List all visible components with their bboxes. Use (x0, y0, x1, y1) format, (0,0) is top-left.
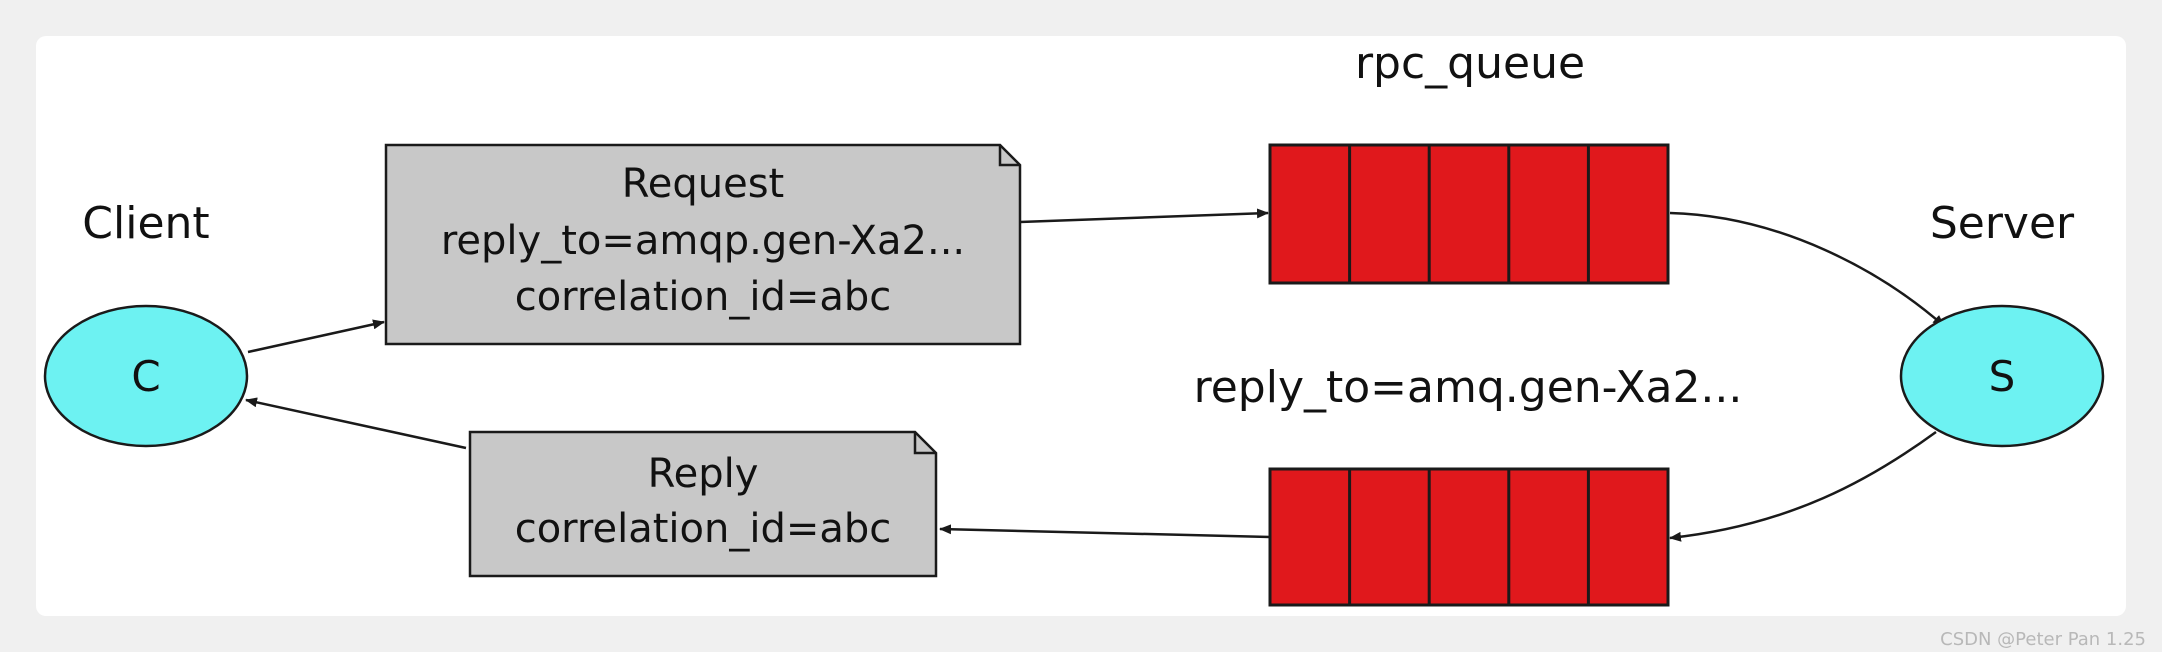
server-node (1899, 304, 2105, 448)
edge-server-to-reply-queue (1669, 430, 1937, 542)
edge-request-to-queue (1019, 208, 1269, 224)
request-message-box (384, 143, 1022, 346)
reply-message-title: Reply (648, 451, 759, 497)
request-message-title: Request (622, 161, 784, 207)
client-title: Client (82, 198, 209, 249)
client-node-letter: C (131, 352, 160, 401)
request-message-reply-to: reply_to=amqp.gen-Xa2... (441, 218, 965, 264)
server-title: Server (1930, 198, 2075, 249)
request-message-fold (998, 145, 1020, 167)
reply-queue-label: reply_to=amq.gen-Xa2... (1194, 362, 1743, 413)
reply-queue-box (1268, 467, 1670, 607)
edge-queue-to-server (1669, 211, 1945, 327)
reply-message-box (468, 430, 938, 578)
edge-client-to-request (247, 319, 385, 354)
edge-reply-to-client (245, 397, 467, 450)
request-queue-box (1268, 143, 1670, 285)
edge-reply-queue-to-reply (939, 524, 1271, 539)
watermark: CSDN @Peter Pan 1.25 (1940, 629, 2146, 650)
request-queue-label: rpc_queue (1355, 38, 1585, 89)
client-node (43, 304, 249, 448)
reply-message-correlation-id: correlation_id=abc (515, 506, 892, 552)
reply-message-fold (913, 432, 936, 455)
request-message-correlation-id: correlation_id=abc (515, 274, 892, 320)
server-node-letter: S (1989, 352, 2016, 401)
